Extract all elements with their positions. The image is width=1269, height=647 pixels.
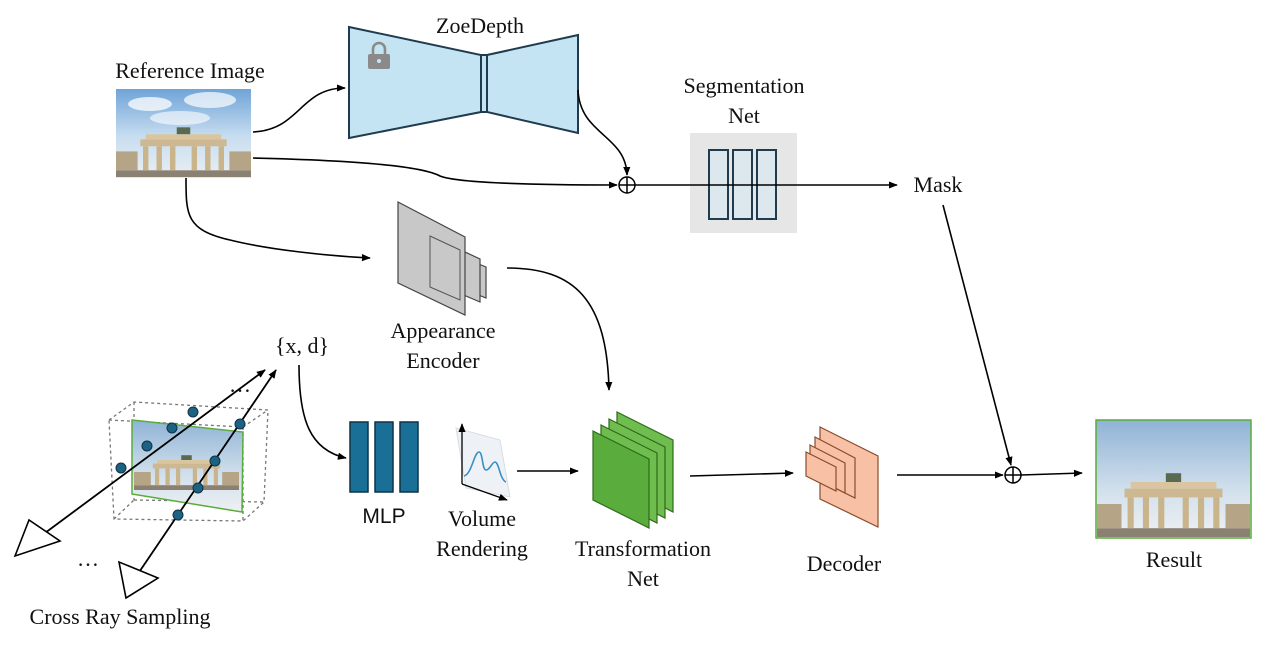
- camera-frustum-icon: [117, 560, 160, 600]
- mlp-label: MLP: [362, 505, 405, 528]
- cross-ray-sampling: [13, 369, 277, 600]
- arrow-encoder-to-transform: [506, 267, 613, 391]
- decoder: [805, 426, 879, 528]
- reference-image: [116, 89, 251, 178]
- appearance-encoder: [397, 201, 487, 316]
- reference-image-label: Reference Image: [115, 58, 265, 83]
- arrow-image-to-concat: [252, 157, 618, 189]
- result-image: [1095, 419, 1252, 539]
- arrow-xd-to-mlp: [298, 364, 347, 460]
- lock-icon: [368, 41, 390, 69]
- camera-frustum-icon: [13, 518, 62, 558]
- volume-rendering-plot: [455, 423, 511, 501]
- arrow-zoedepth-to-concat: [577, 89, 631, 176]
- appearance-encoder-label: Appearance: [390, 318, 495, 343]
- appearance-encoder-label-2: Encoder: [406, 348, 480, 373]
- volume-rendering-label-2: Rendering: [436, 536, 528, 561]
- transformation-net-label: Transformation: [575, 536, 711, 561]
- segmentation-net-label-2: Net: [728, 103, 760, 128]
- ellipsis-top: …: [229, 372, 251, 397]
- arrow-concat-to-result: [1020, 469, 1083, 477]
- mask-label: Mask: [914, 172, 963, 197]
- cross-ray-sampling-label: Cross Ray Sampling: [30, 604, 211, 629]
- volume-rendering-label: Volume: [448, 506, 516, 531]
- transformation-net: [592, 411, 674, 529]
- arrow-mask-to-concat: [942, 204, 1013, 466]
- oplus-icon: [618, 176, 636, 194]
- arrow-image-to-encoder: [185, 177, 371, 262]
- ellipsis-bottom: …: [77, 546, 99, 571]
- segmentation-net-label: Segmentation: [684, 73, 805, 98]
- decoder-label: Decoder: [807, 551, 882, 576]
- sampling-image-plane: [131, 419, 244, 513]
- zoedepth-label: ZoeDepth: [436, 13, 524, 38]
- xd-label: {x, d}: [275, 333, 329, 358]
- segmentation-net: [690, 133, 797, 233]
- transformation-net-label-2: Net: [627, 566, 659, 591]
- oplus-icon: [1004, 466, 1022, 484]
- mlp-network: [349, 421, 419, 493]
- result-label: Result: [1146, 547, 1202, 572]
- arrow-image-to-zoedepth: [252, 84, 346, 133]
- arrow-transform-to-decoder: [689, 469, 794, 477]
